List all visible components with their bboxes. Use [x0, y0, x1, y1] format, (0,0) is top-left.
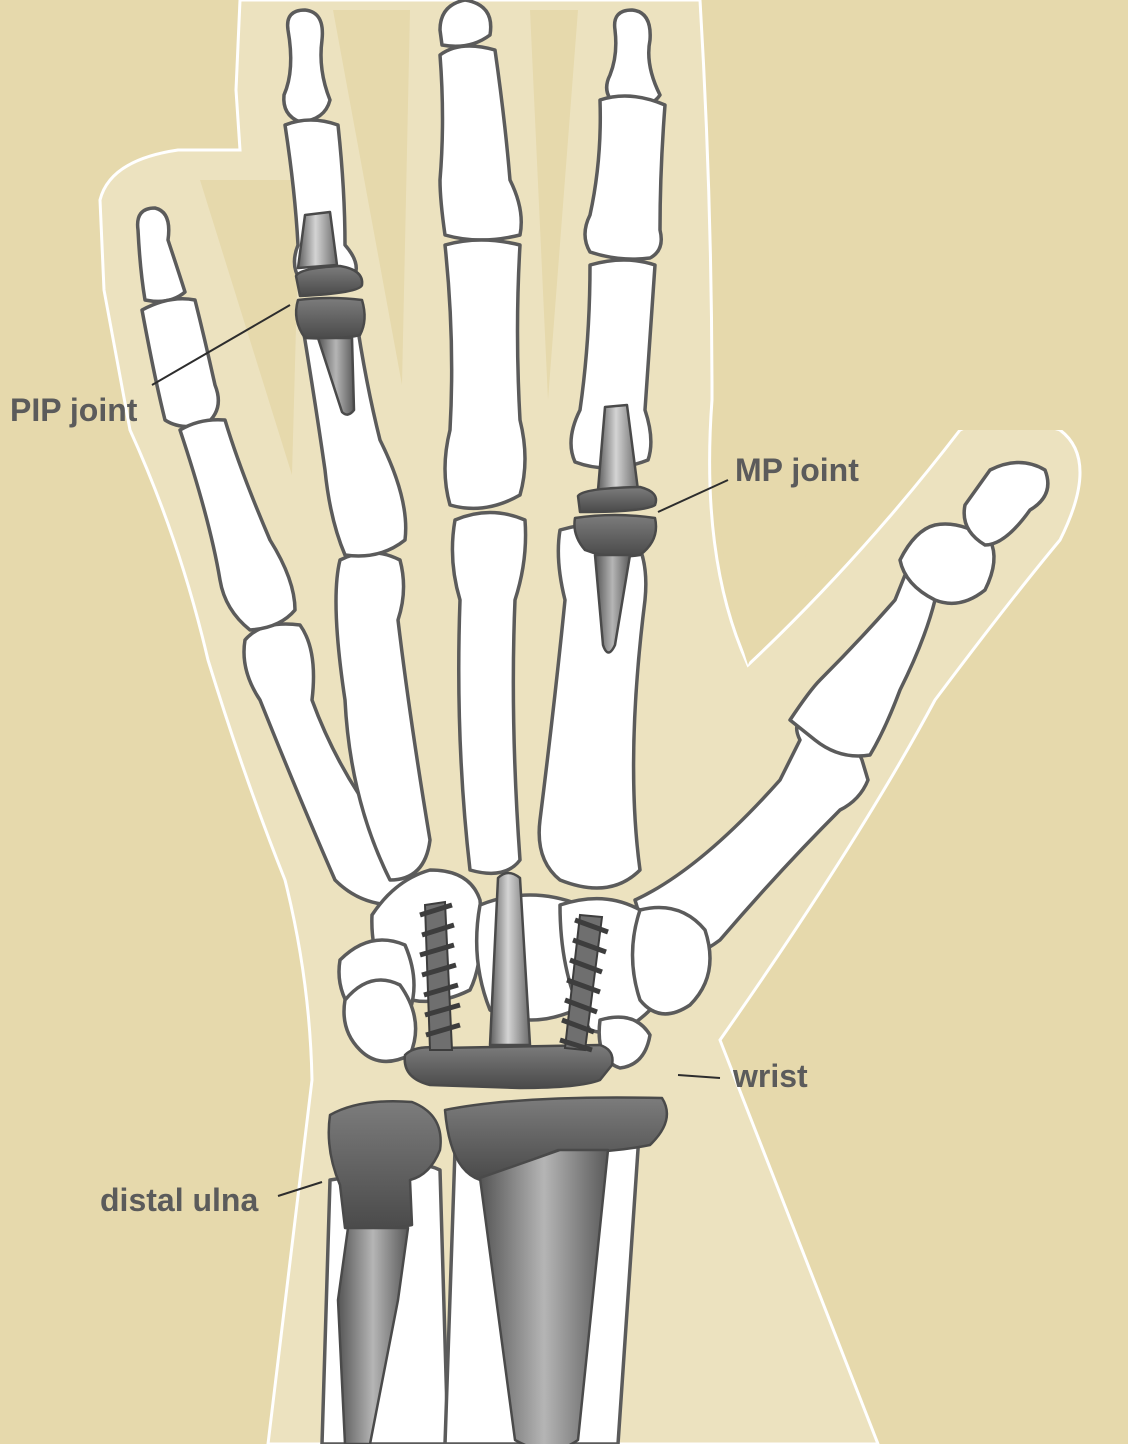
screw	[559, 913, 609, 1053]
screw	[419, 900, 461, 1051]
ulna-leader-line	[277, 1181, 323, 1197]
metacarpals	[242, 510, 648, 907]
finger-gap	[714, 0, 1128, 665]
thumb	[633, 460, 1050, 960]
finger-gap	[333, 10, 410, 385]
wrist-label: wrist	[733, 1058, 808, 1094]
pip-implant	[294, 210, 366, 416]
ring-finger	[438, 0, 527, 511]
pip-joint-label: PIP joint	[10, 392, 138, 428]
wrist-implant	[403, 871, 614, 1090]
mp-implant	[573, 403, 658, 654]
pip-leader-line	[151, 304, 291, 386]
mp-leader-line	[657, 479, 729, 513]
index-finger	[135, 206, 297, 632]
ulna-implant	[327, 1099, 442, 1444]
finger-gap	[530, 10, 578, 400]
wrist-leader-line	[677, 1074, 721, 1079]
little-finger	[569, 8, 667, 470]
radius-implant	[443, 1096, 669, 1444]
mp-joint-label: MP joint	[735, 452, 859, 488]
distal-ulna-label: distal ulna	[100, 1182, 259, 1218]
